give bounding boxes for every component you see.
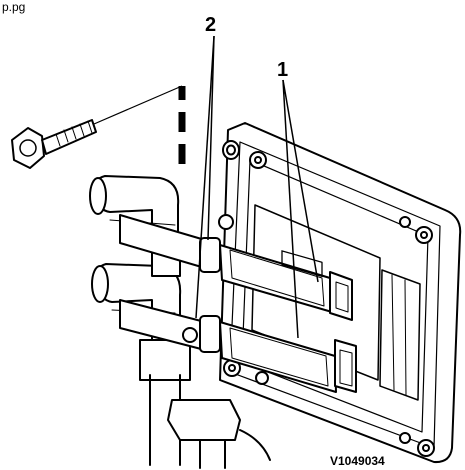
housing-bolt-icon — [249, 151, 267, 169]
leader-lines — [195, 35, 319, 339]
insertion-guide-line — [93, 85, 186, 164]
callout-1: 1 — [277, 59, 288, 81]
upper-harness-connector — [119, 214, 353, 321]
housing-bolt-icon — [417, 439, 435, 457]
callout-2: 2 — [205, 14, 216, 36]
lower-harness-connector — [119, 299, 357, 393]
housing-bolt-icon — [399, 216, 411, 228]
housing-bolt-icon — [399, 432, 411, 444]
figure-id: V1049034 — [330, 454, 385, 468]
top-cropped-text: p.pg — [2, 0, 26, 14]
mounting-hole-icon — [222, 140, 240, 160]
housing-bolt-icon — [415, 226, 433, 244]
housing-bolt-icon — [255, 371, 269, 385]
bolt-icon — [11, 119, 97, 169]
